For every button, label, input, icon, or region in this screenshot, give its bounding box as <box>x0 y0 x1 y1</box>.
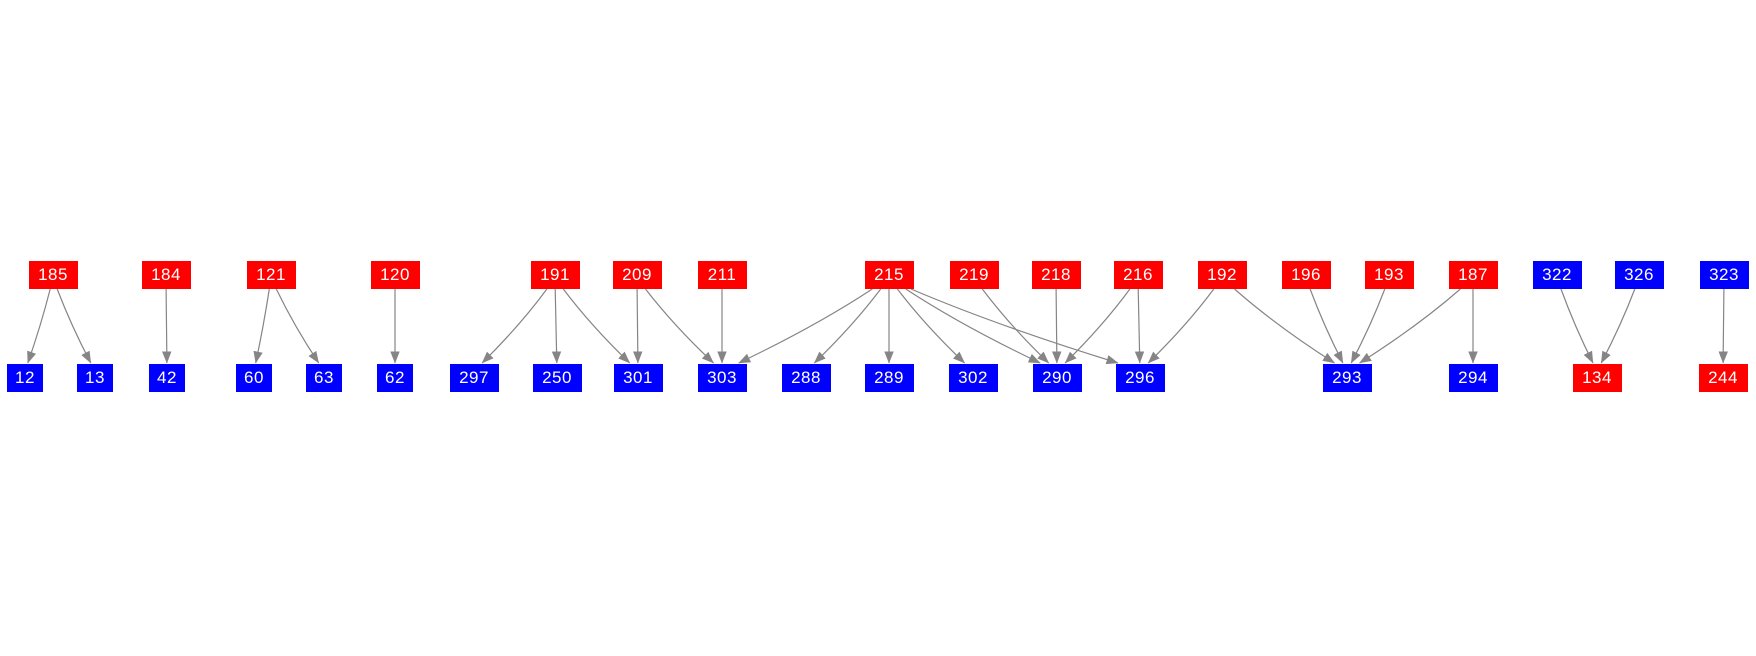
graph-node-293: 293 <box>1322 364 1372 392</box>
edge-191-to-301 <box>562 288 631 364</box>
graph-node-120: 120 <box>370 261 420 289</box>
edge-218-to-290 <box>1052 288 1062 364</box>
graph-node-323: 323 <box>1699 261 1749 289</box>
edge-185-to-13 <box>56 288 92 364</box>
graph-node-218: 218 <box>1031 261 1081 289</box>
graph-node-184: 184 <box>141 261 191 289</box>
graph-node-62: 62 <box>377 364 413 392</box>
graph-node-191: 191 <box>530 261 580 289</box>
graph-node-288: 288 <box>781 364 831 392</box>
edge-219-to-290 <box>981 288 1050 364</box>
graph-node-322: 322 <box>1532 261 1582 289</box>
edge-187-to-293 <box>1359 288 1461 364</box>
graph-node-209: 209 <box>612 261 662 289</box>
graph-node-297: 297 <box>449 364 499 392</box>
graph-node-12: 12 <box>7 364 43 392</box>
edge-323-to-244 <box>1718 288 1728 364</box>
graph-node-250: 250 <box>532 364 582 392</box>
graph-node-13: 13 <box>77 364 113 392</box>
graph-node-296: 296 <box>1115 364 1165 392</box>
graph-node-60: 60 <box>236 364 272 392</box>
graph-node-219: 219 <box>949 261 999 289</box>
graph-node-185: 185 <box>28 261 78 289</box>
graph-node-290: 290 <box>1032 364 1082 392</box>
edge-191-to-250 <box>551 288 562 364</box>
graph-node-121: 121 <box>246 261 296 289</box>
edge-193-to-293 <box>1350 288 1386 364</box>
graph-node-211: 211 <box>697 261 747 289</box>
edge-215-to-290 <box>905 288 1041 364</box>
graph-node-42: 42 <box>149 364 185 392</box>
edge-215-to-302 <box>896 288 966 364</box>
edge-192-to-296 <box>1147 288 1215 364</box>
edge-209-to-301 <box>633 288 643 364</box>
graph-node-326: 326 <box>1614 261 1664 289</box>
edge-group <box>27 288 1728 365</box>
graph-node-193: 193 <box>1364 261 1414 289</box>
edge-326-to-134 <box>1600 288 1636 364</box>
graph-node-134: 134 <box>1572 364 1622 392</box>
edge-191-to-297 <box>481 288 548 364</box>
edge-215-to-303 <box>738 288 873 364</box>
graph-node-302: 302 <box>948 364 998 392</box>
graph-node-289: 289 <box>864 364 914 392</box>
graph-node-187: 187 <box>1448 261 1498 289</box>
graph-node-301: 301 <box>613 364 663 392</box>
graph-node-216: 216 <box>1113 261 1163 289</box>
edge-185-to-12 <box>27 288 51 364</box>
edge-215-to-288 <box>813 288 882 364</box>
edge-216-to-296 <box>1134 288 1145 364</box>
graph-node-303: 303 <box>697 364 747 392</box>
edge-322-to-134 <box>1560 288 1594 364</box>
edge-192-to-293 <box>1234 288 1335 364</box>
graph-node-196: 196 <box>1281 261 1331 289</box>
graph-node-215: 215 <box>864 261 914 289</box>
edge-121-to-63 <box>275 288 320 364</box>
edge-196-to-293 <box>1309 288 1344 364</box>
edge-216-to-290 <box>1064 288 1131 364</box>
graph-node-244: 244 <box>1698 364 1748 392</box>
graph-node-63: 63 <box>306 364 342 392</box>
edge-184-to-42 <box>162 288 172 364</box>
edge-209-to-303 <box>645 288 714 364</box>
graph-node-294: 294 <box>1448 364 1498 392</box>
edge-121-to-60 <box>253 288 270 364</box>
edge-215-to-296 <box>910 288 1119 365</box>
graph-node-192: 192 <box>1197 261 1247 289</box>
